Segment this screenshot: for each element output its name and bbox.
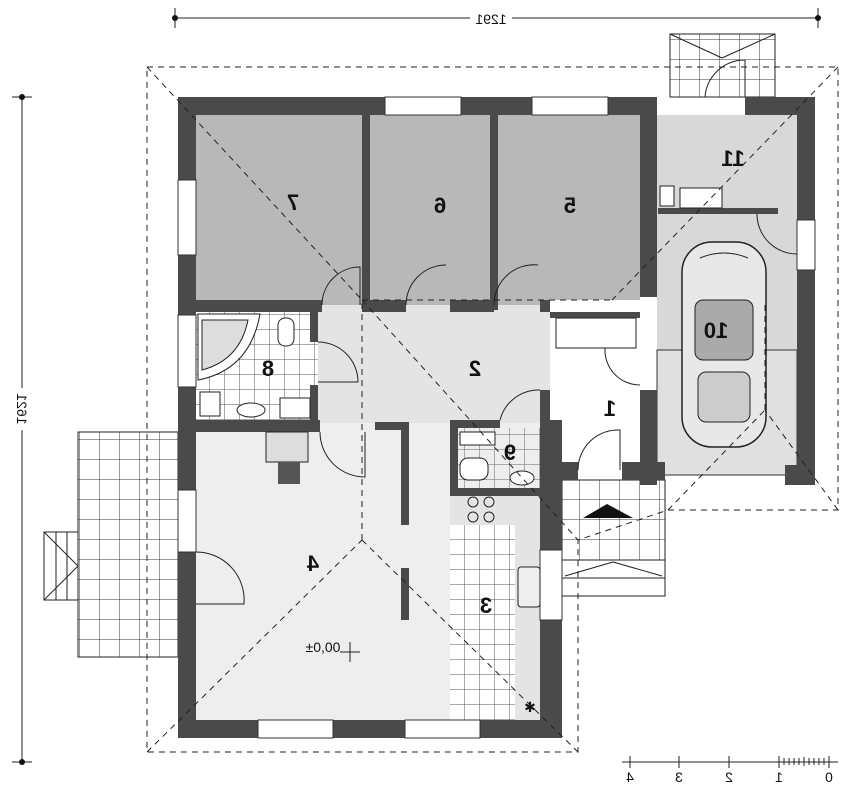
- vent-icon: ✱: [524, 699, 536, 715]
- wc-sink-icon: [509, 470, 535, 486]
- entrance-stairs: [561, 479, 666, 597]
- sink-icon: [236, 402, 266, 418]
- room-label-6: 6: [434, 193, 446, 218]
- windows: [177, 96, 816, 739]
- garage-shelf-icon: [679, 187, 723, 209]
- room-label-10: 10: [704, 318, 728, 343]
- car-icon: [681, 241, 767, 448]
- room-label-1: 1: [604, 396, 616, 421]
- room-7-floor: [196, 115, 362, 305]
- stove-icon: [467, 496, 495, 523]
- room-label-5: 5: [564, 193, 576, 218]
- boiler-icon: [279, 397, 311, 419]
- garage-boiler-icon: [659, 185, 675, 207]
- scale-label-0: 0: [825, 769, 833, 785]
- room-label-7: 7: [287, 190, 299, 215]
- roof-outline: [146, 66, 839, 753]
- radiator-icon: [459, 431, 496, 446]
- room-3-floor: [450, 525, 515, 720]
- room-label-2: 2: [469, 356, 481, 381]
- height-dimension: 1621: [12, 94, 32, 765]
- room-label-4: 4: [306, 551, 319, 576]
- stairs-top: [669, 33, 776, 98]
- wardrobe-icon: [555, 317, 637, 349]
- bathtub-icon: [197, 313, 261, 381]
- scale-bar: 0 1 2 3 4: [622, 756, 838, 785]
- room-label-8: 8: [262, 356, 274, 381]
- scale-label-1: 1: [775, 769, 783, 785]
- doors: [195, 59, 798, 605]
- scale-label-4: 4: [626, 769, 634, 785]
- scale-label-3: 3: [675, 769, 683, 785]
- toilet-icon: [277, 317, 295, 347]
- room-label-9: 9: [504, 440, 516, 465]
- scale-label-2: 2: [725, 769, 733, 785]
- room-5-floor: [498, 115, 640, 305]
- fireplace-icon: [265, 431, 309, 463]
- height-dimension-label: 1621: [14, 393, 30, 424]
- width-dimension: 1291: [172, 8, 821, 28]
- width-dimension-label: 1291: [475, 11, 506, 27]
- kitchen-sink-icon: [517, 566, 541, 608]
- level-marker-label: ±0,00: [306, 639, 341, 655]
- stairs-left: [43, 531, 79, 601]
- wc-toilet-icon: [459, 457, 489, 481]
- entrance-arrow-icon: [583, 504, 633, 518]
- washing-machine-icon: [199, 391, 221, 417]
- fire-icon: [278, 462, 300, 484]
- level-marker: ±0,00: [306, 639, 360, 662]
- terrace-left: [77, 431, 179, 658]
- corridor-floor: [318, 305, 550, 423]
- room-label-11: 11: [721, 146, 744, 171]
- room-6-floor: [370, 115, 490, 305]
- room-labels: 1 2 3 4 5 6 7 8 9 10 11: [262, 146, 745, 618]
- room-label-3: 3: [480, 593, 492, 618]
